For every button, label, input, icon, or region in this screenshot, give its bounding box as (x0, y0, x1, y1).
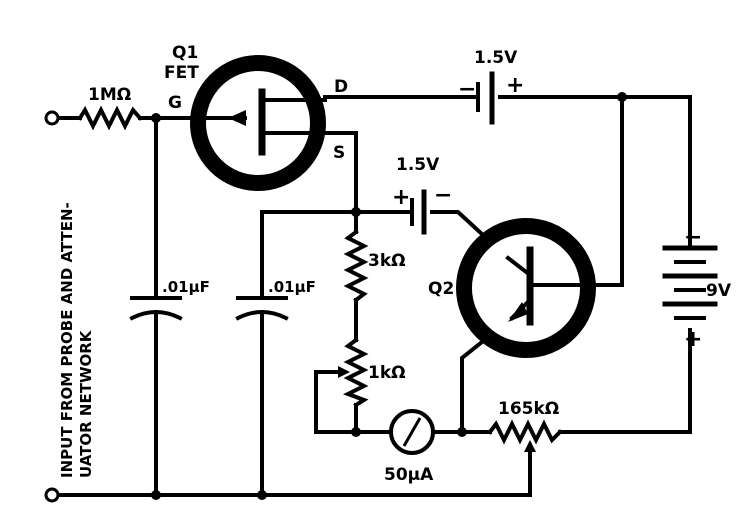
input-label-line2: UATOR NETWORK (77, 329, 95, 478)
battery-top-minus: − (458, 77, 476, 102)
wires (56, 95, 692, 497)
resistor-1m-label: 1MΩ (88, 85, 131, 105)
resistor-3k-label: 3kΩ (368, 251, 406, 271)
q1-name-label: Q1 (172, 43, 198, 63)
q1-type-label: FET (164, 63, 199, 83)
gate-label: G (168, 93, 182, 113)
q2-transistor (456, 218, 599, 358)
battery-1-5v-top (476, 71, 495, 125)
resistor-1m (77, 105, 143, 131)
potentiometer-165k (487, 419, 563, 452)
input-label-line1: INPUT FROM PROBE AND ATTEN- (58, 202, 76, 478)
potentiometer-1k-label: 1kΩ (368, 363, 406, 383)
drain-label: D (334, 77, 348, 97)
capacitor-c1-label: .01μF (162, 278, 210, 296)
battery-top-label: 1.5V (474, 48, 518, 68)
potentiometer-1k (338, 337, 369, 408)
battery-9v (662, 245, 718, 320)
capacitor-c2-label: .01μF (268, 278, 316, 296)
input-terminal-bottom (44, 487, 60, 503)
q1-fet (190, 55, 327, 191)
meter-50ua (389, 409, 435, 455)
capacitor-c2 (235, 296, 289, 321)
resistor-3k (343, 229, 369, 303)
q2-name-label: Q2 (428, 279, 454, 299)
battery-9v-label: 9V (706, 281, 732, 301)
capacitor-c1 (129, 296, 183, 321)
battery-mid-plus: + (392, 185, 410, 210)
resistor-165k-label: 165kΩ (498, 399, 559, 419)
battery-9v-minus: − (684, 225, 702, 250)
battery-9v-plus: + (684, 327, 702, 352)
battery-top-plus: + (506, 73, 524, 98)
battery-1-5v-mid (410, 189, 427, 235)
battery-mid-label: 1.5V (396, 155, 440, 175)
source-label: S (333, 143, 345, 163)
battery-mid-minus: − (434, 183, 452, 208)
meter-label: 50μA (384, 465, 434, 485)
input-terminal-top (44, 110, 60, 126)
junction-dots (151, 92, 627, 500)
